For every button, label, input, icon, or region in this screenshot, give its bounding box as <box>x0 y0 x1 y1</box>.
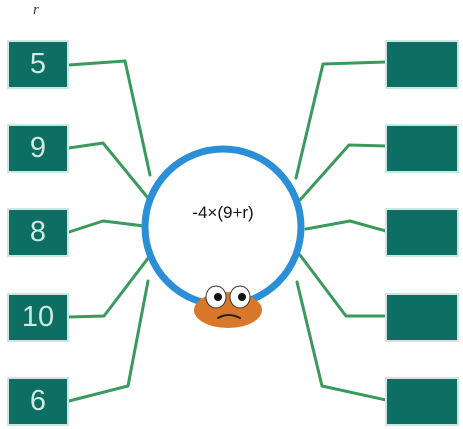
output-box-1[interactable] <box>385 40 459 89</box>
input-box-5: 6 <box>7 377 69 426</box>
input-box-1: 5 <box>7 40 69 89</box>
leg-left-2 <box>67 141 150 200</box>
leg-right-2 <box>298 143 388 202</box>
input-box-4: 10 <box>7 293 69 342</box>
leg-right-5 <box>295 280 388 402</box>
output-box-4[interactable] <box>385 293 459 342</box>
output-box-5[interactable] <box>385 377 459 426</box>
machine-body <box>141 145 305 309</box>
leg-right-3 <box>304 219 388 233</box>
output-box-3[interactable] <box>385 208 459 257</box>
leg-left-1 <box>67 59 152 177</box>
input-box-2: 9 <box>7 124 69 173</box>
leg-right-4 <box>298 253 388 318</box>
leg-right-1 <box>294 60 388 180</box>
input-box-3: 8 <box>7 208 69 257</box>
output-box-2[interactable] <box>385 124 459 173</box>
leg-left-5 <box>67 279 150 403</box>
leg-left-3 <box>67 219 146 234</box>
variable-label: r <box>33 2 39 18</box>
worried-face-icon <box>194 285 262 328</box>
function-expression: -4×(9+r) <box>192 203 254 222</box>
leg-left-4 <box>67 251 154 319</box>
left-legs <box>67 59 154 403</box>
right-legs <box>294 60 388 402</box>
